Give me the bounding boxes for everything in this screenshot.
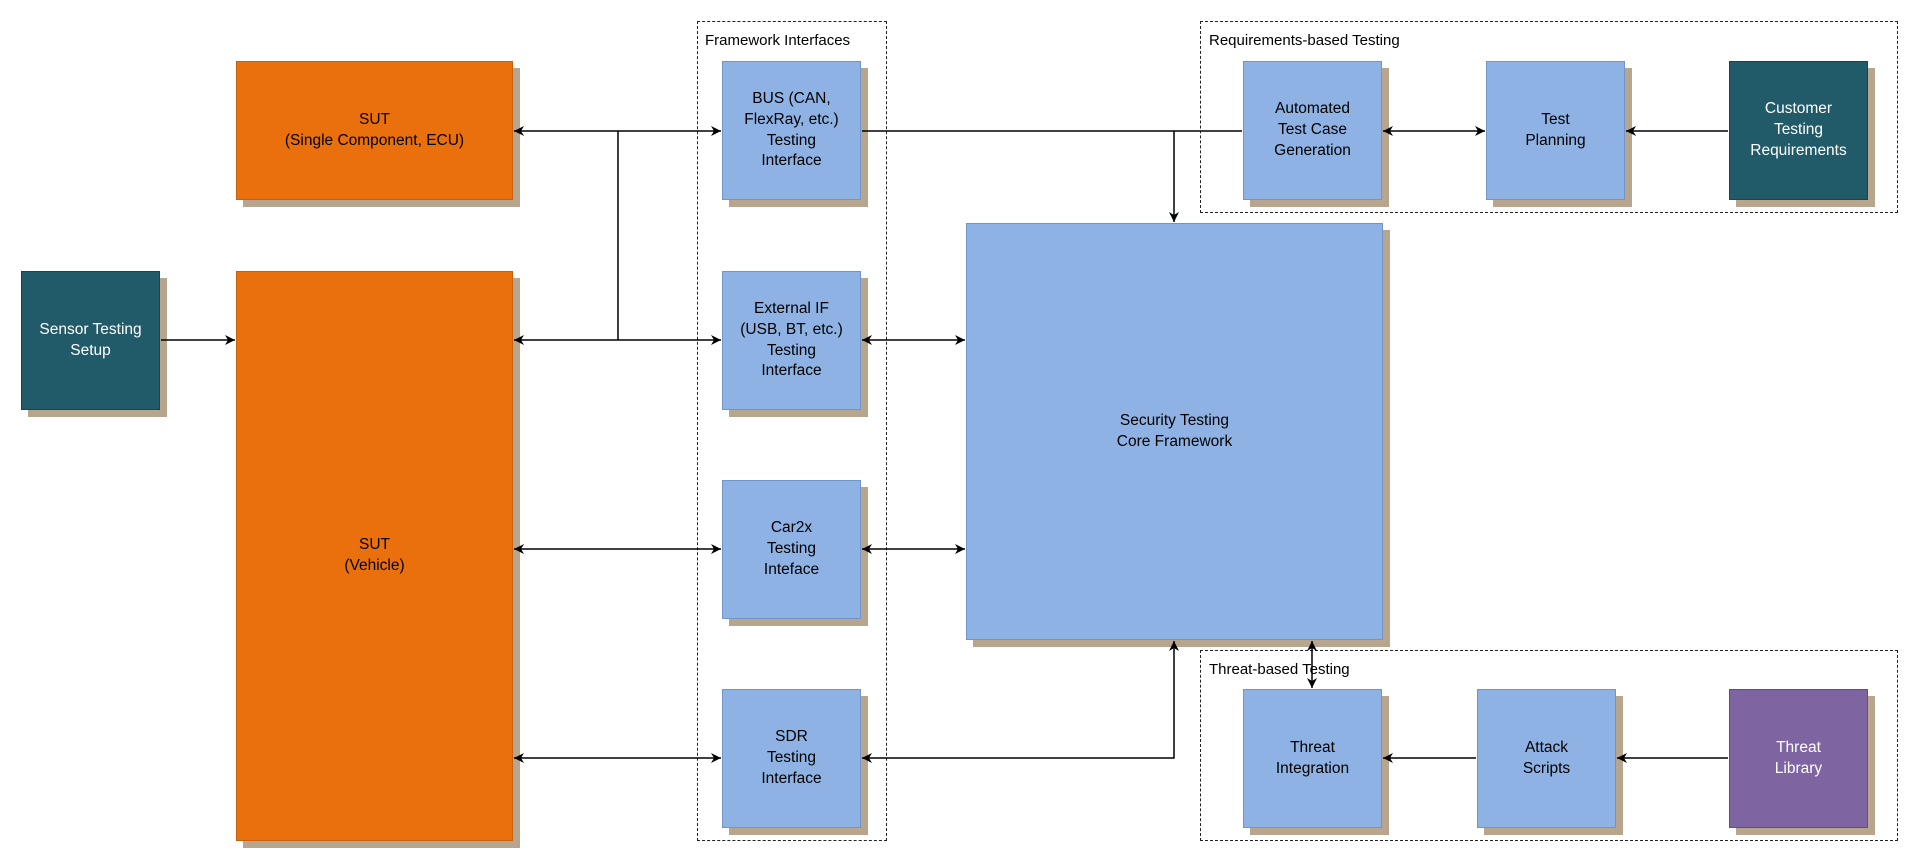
threat-library-label: Threat Library bbox=[1774, 738, 1823, 777]
customer-requirements-label: Customer Testing Requirements bbox=[1750, 100, 1847, 159]
sdr-interface-label: SDR Testing Interface bbox=[761, 728, 822, 787]
external-interface-label: External IF (USB, BT, etc.) Testing Inte… bbox=[740, 299, 843, 380]
car2x-interface-box: Car2x Testing Inteface bbox=[722, 480, 861, 619]
sensor-setup-label: Sensor Testing Setup bbox=[39, 320, 142, 359]
sensor-setup-box: Sensor Testing Setup bbox=[21, 271, 160, 410]
auto-test-gen-box: Automated Test Case Generation bbox=[1243, 61, 1382, 200]
bus-interface-box: BUS (CAN, FlexRay, etc.) Testing Interfa… bbox=[722, 61, 861, 200]
bus-interface-label: BUS (CAN, FlexRay, etc.) Testing Interfa… bbox=[744, 89, 839, 170]
attack-scripts-box: Attack Scripts bbox=[1477, 689, 1616, 828]
customer-requirements-box: Customer Testing Requirements bbox=[1729, 61, 1868, 200]
attack-scripts-label: Attack Scripts bbox=[1522, 738, 1571, 777]
auto-test-gen-label: Automated Test Case Generation bbox=[1274, 100, 1351, 159]
threat-integration-label: Threat Integration bbox=[1275, 738, 1350, 777]
requirements-testing-label: Requirements-based Testing bbox=[1209, 32, 1400, 49]
sut-vehicle-label: SUT (Vehicle) bbox=[344, 536, 405, 574]
framework-interfaces-label: Framework Interfaces bbox=[705, 32, 851, 49]
threat-library-box: Threat Library bbox=[1729, 689, 1868, 828]
edge-sdr-core bbox=[862, 641, 1179, 763]
framework-interfaces-group: Framework Interfaces bbox=[697, 21, 887, 841]
sut-ecu-box: SUT (Single Component, ECU) bbox=[236, 61, 513, 200]
sut-vehicle-box: SUT (Vehicle) bbox=[236, 271, 513, 841]
external-interface-box: External IF (USB, BT, etc.) Testing Inte… bbox=[722, 271, 861, 410]
sdr-interface-box: SDR Testing Interface bbox=[722, 689, 861, 828]
car2x-interface-label: Car2x Testing Inteface bbox=[763, 519, 820, 578]
test-planning-label: Test Planning bbox=[1525, 110, 1586, 149]
requirements-testing-group: Requirements-based Testing bbox=[1200, 21, 1898, 213]
test-planning-box: Test Planning bbox=[1486, 61, 1625, 200]
sut-ecu-label: SUT (Single Component, ECU) bbox=[284, 110, 465, 149]
core-framework-label: Security Testing Core Framework bbox=[1116, 411, 1233, 450]
core-framework-box: Security Testing Core Framework bbox=[966, 223, 1383, 640]
threat-integration-box: Threat Integration bbox=[1243, 689, 1382, 828]
